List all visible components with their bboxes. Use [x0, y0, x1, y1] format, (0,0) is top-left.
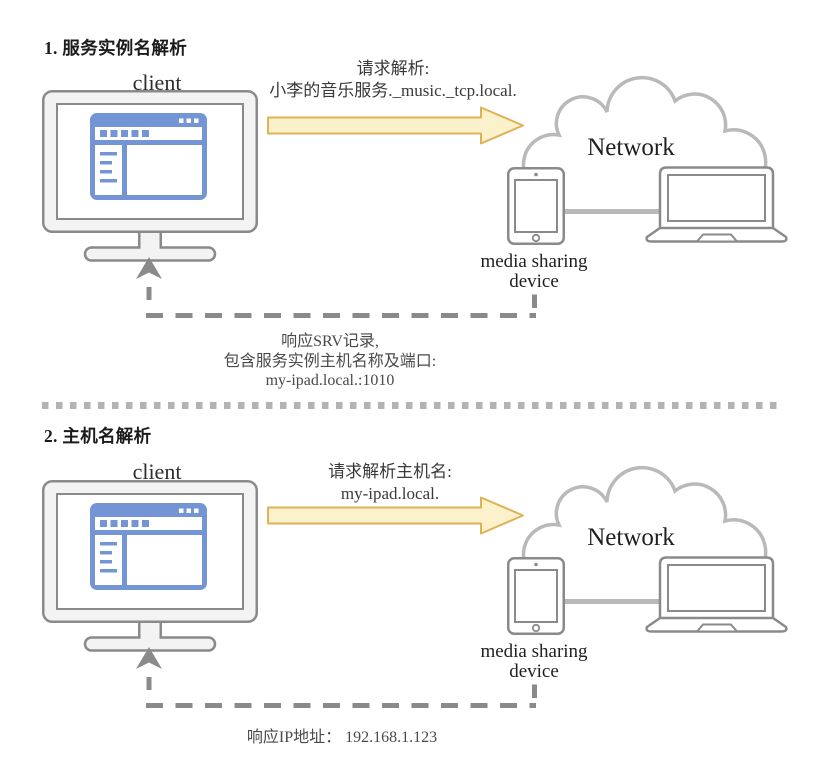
response-label-2: 响应IP地址： 192.168.1.123	[246, 729, 438, 746]
network-label-1: Network	[587, 134, 675, 161]
client-label-2: client	[132, 459, 182, 484]
media-device-label-1: media sharing device	[480, 251, 588, 292]
step-1-title: 1. 服务实例名解析	[44, 38, 187, 58]
response-label-1: 响应SRV记录, 包含服务实例主机名称及端口: my-ipad.local.:1…	[223, 333, 437, 389]
section-1-shapes	[43, 78, 786, 316]
media-device-label-2: media sharing device	[480, 641, 588, 682]
network-label-2: Network	[587, 524, 675, 551]
request-label-1: 请求解析: 小李的音乐服务._music._tcp.local.	[269, 59, 517, 100]
step-2-title: 2. 主机名解析	[44, 426, 152, 446]
request-label-2: 请求解析主机名: my-ipad.local.	[328, 462, 452, 503]
client-label-1: client	[132, 70, 182, 95]
